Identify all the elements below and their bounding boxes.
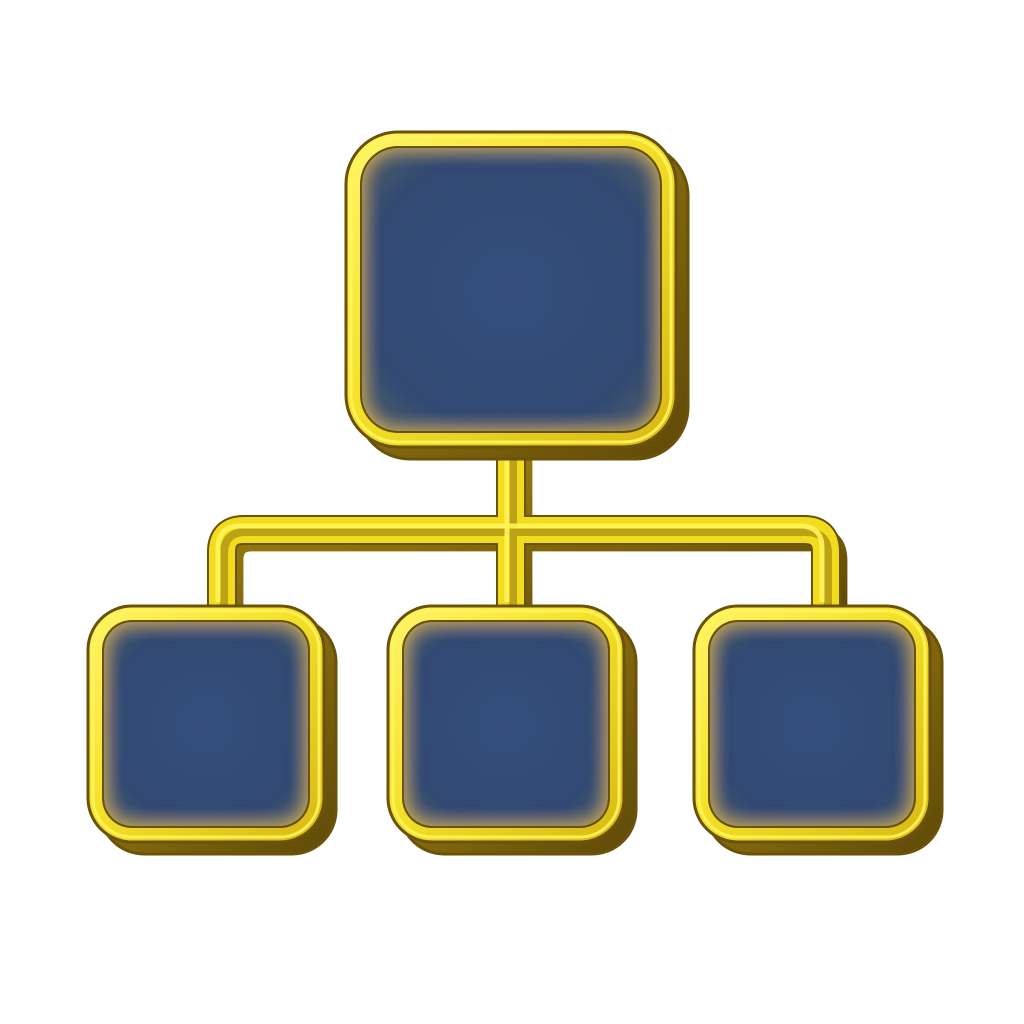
connector-lines: [207, 443, 848, 615]
node-frame-highlight: [697, 609, 927, 839]
node-frame-highlight: [391, 609, 621, 839]
node-child-left: [86, 604, 338, 856]
node-root: [344, 130, 690, 461]
node-panel: [710, 622, 914, 826]
tree-nodes: [86, 130, 944, 856]
connector-groove: [220, 449, 832, 608]
node-frame-highlight: [349, 135, 673, 444]
node-frame-highlight: [91, 609, 321, 839]
node-child-right: [692, 604, 944, 856]
node-child-middle: [386, 604, 638, 856]
node-panel: [404, 622, 608, 826]
node-panel: [104, 622, 308, 826]
node-panel: [362, 148, 660, 431]
